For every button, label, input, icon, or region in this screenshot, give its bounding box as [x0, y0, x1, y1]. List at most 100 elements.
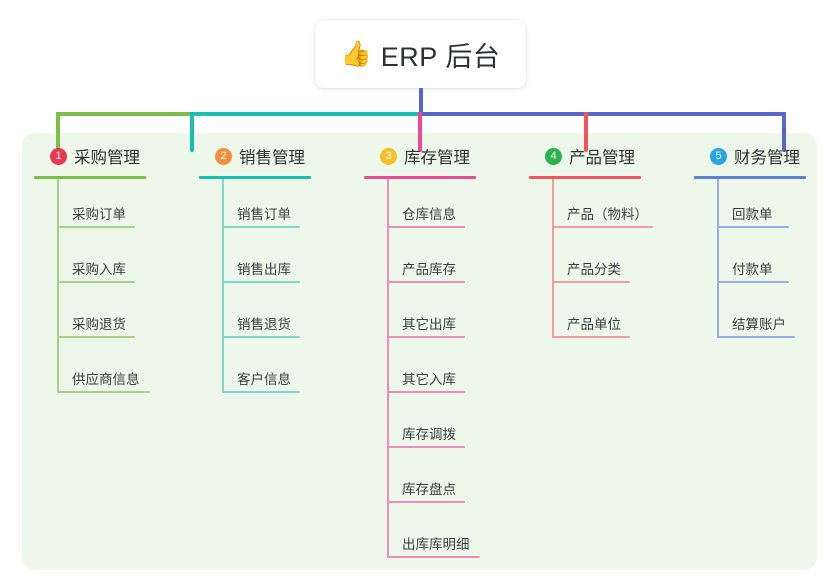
- branch-spine-purchase: [57, 179, 59, 393]
- leaf-label: 采购订单: [72, 207, 126, 222]
- branch-header-sales[interactable]: 2 销售管理: [199, 143, 311, 169]
- branch-title-product: 产品管理: [569, 149, 635, 167]
- leaf-label: 销售订单: [237, 207, 291, 222]
- root-node-card[interactable]: 👍 ERP 后台: [315, 20, 526, 88]
- leaf-label: 采购入库: [72, 262, 126, 277]
- drop-product: [584, 112, 588, 152]
- leaf-node[interactable]: 出库库明细: [364, 509, 480, 564]
- leaf-underline: [552, 281, 630, 283]
- leaf-label: 库存盘点: [402, 482, 456, 497]
- leaf-node[interactable]: 库存盘点: [364, 454, 476, 509]
- branch-leaves-finance: 回款单付款单结算账户: [694, 179, 806, 344]
- leaf-underline: [222, 226, 300, 228]
- leaf-node[interactable]: 仓库信息: [364, 179, 476, 234]
- leaf-underline: [717, 281, 789, 283]
- leaf-node[interactable]: 供应商信息: [34, 344, 150, 399]
- branch-title-sales: 销售管理: [239, 149, 305, 167]
- leaf-underline: [717, 226, 789, 228]
- branch-spine-product: [552, 179, 554, 338]
- drop-inventory: [418, 112, 422, 152]
- leaf-underline: [387, 446, 465, 448]
- branch-header-purchase[interactable]: 1 采购管理: [34, 143, 146, 169]
- branch-leaves-sales: 销售订单销售出库销售退货客户信息: [199, 179, 311, 399]
- drop-finance: [782, 112, 786, 152]
- leaf-underline: [387, 391, 465, 393]
- leaf-node[interactable]: 采购订单: [34, 179, 146, 234]
- drop-sales: [190, 112, 194, 152]
- leaf-underline: [387, 556, 480, 558]
- leaf-underline: [57, 336, 135, 338]
- leaf-label: 销售退货: [237, 317, 291, 332]
- branch-underline-finance: [694, 176, 806, 179]
- branch-underline-purchase: [34, 176, 146, 179]
- leaf-label: 其它入库: [402, 372, 456, 387]
- leaf-label: 库存调拨: [402, 427, 456, 442]
- leaf-underline: [387, 281, 465, 283]
- leaf-underline: [387, 336, 465, 338]
- leaf-node[interactable]: 产品库存: [364, 234, 476, 289]
- leaf-label: 产品单位: [567, 317, 621, 332]
- leaf-underline: [717, 336, 795, 338]
- leaf-node[interactable]: 其它出库: [364, 289, 476, 344]
- branch-title-purchase: 采购管理: [74, 149, 140, 167]
- leaf-node[interactable]: 产品分类: [529, 234, 641, 289]
- bar-segment-teal: [190, 112, 420, 116]
- leaf-node[interactable]: 产品单位: [529, 289, 641, 344]
- branch-leaves-product: 产品（物料） 产品分类产品单位: [529, 179, 653, 344]
- branch-underline-inventory: [364, 176, 476, 179]
- leaf-label: 仓库信息: [402, 207, 456, 222]
- leaf-label: 其它出库: [402, 317, 456, 332]
- root-stem-connector: [419, 88, 423, 114]
- branch-title-finance: 财务管理: [734, 149, 800, 167]
- branch-underline-product: [529, 176, 641, 179]
- leaf-node[interactable]: 采购入库: [34, 234, 146, 289]
- branch-finance[interactable]: 5 财务管理回款单付款单结算账户: [694, 143, 806, 344]
- branch-leaves-purchase: 采购订单采购入库采购退货供应商信息: [34, 179, 150, 399]
- leaf-node[interactable]: 销售退货: [199, 289, 311, 344]
- branch-underline-sales: [199, 176, 311, 179]
- leaf-underline: [57, 391, 150, 393]
- branch-number-badge: 1: [50, 147, 67, 165]
- branch-number-badge: 3: [380, 147, 397, 165]
- leaf-label: 采购退货: [72, 317, 126, 332]
- leaf-label: 产品（物料）: [567, 207, 648, 222]
- leaf-node[interactable]: 其它入库: [364, 344, 476, 399]
- leaf-node[interactable]: 采购退货: [34, 289, 146, 344]
- leaf-label: 客户信息: [237, 372, 291, 387]
- branches-panel: [22, 133, 817, 570]
- leaf-label: 付款单: [732, 262, 773, 277]
- leaf-node[interactable]: 回款单: [694, 179, 806, 234]
- leaf-node[interactable]: 库存调拨: [364, 399, 476, 454]
- leaf-node[interactable]: 客户信息: [199, 344, 311, 399]
- leaf-node[interactable]: 销售订单: [199, 179, 311, 234]
- leaf-underline: [552, 336, 630, 338]
- branch-sales[interactable]: 2 销售管理销售订单销售出库销售退货客户信息: [199, 143, 311, 399]
- branch-header-finance[interactable]: 5 财务管理: [694, 143, 806, 169]
- leaf-label: 回款单: [732, 207, 773, 222]
- bar-segment-green: [58, 112, 192, 116]
- leaf-underline: [57, 226, 135, 228]
- leaf-underline: [222, 281, 300, 283]
- leaf-label: 产品库存: [402, 262, 456, 277]
- branch-number-badge: 5: [710, 147, 727, 165]
- leaf-label: 出库库明细: [402, 537, 470, 552]
- branch-purchase[interactable]: 1 采购管理采购订单采购入库采购退货供应商信息: [34, 143, 150, 399]
- leaf-underline: [387, 226, 465, 228]
- branch-spine-sales: [222, 179, 224, 393]
- branch-spine-finance: [717, 179, 719, 338]
- drop-purchase: [56, 112, 60, 152]
- leaf-underline: [387, 501, 465, 503]
- branch-number-badge: 2: [215, 147, 232, 165]
- leaf-node[interactable]: 产品（物料）: [529, 179, 653, 234]
- leaf-node[interactable]: 结算账户: [694, 289, 806, 344]
- leaf-underline: [57, 281, 135, 283]
- leaf-label: 供应商信息: [72, 372, 140, 387]
- leaf-node[interactable]: 付款单: [694, 234, 806, 289]
- leaf-label: 产品分类: [567, 262, 621, 277]
- leaf-node[interactable]: 销售出库: [199, 234, 311, 289]
